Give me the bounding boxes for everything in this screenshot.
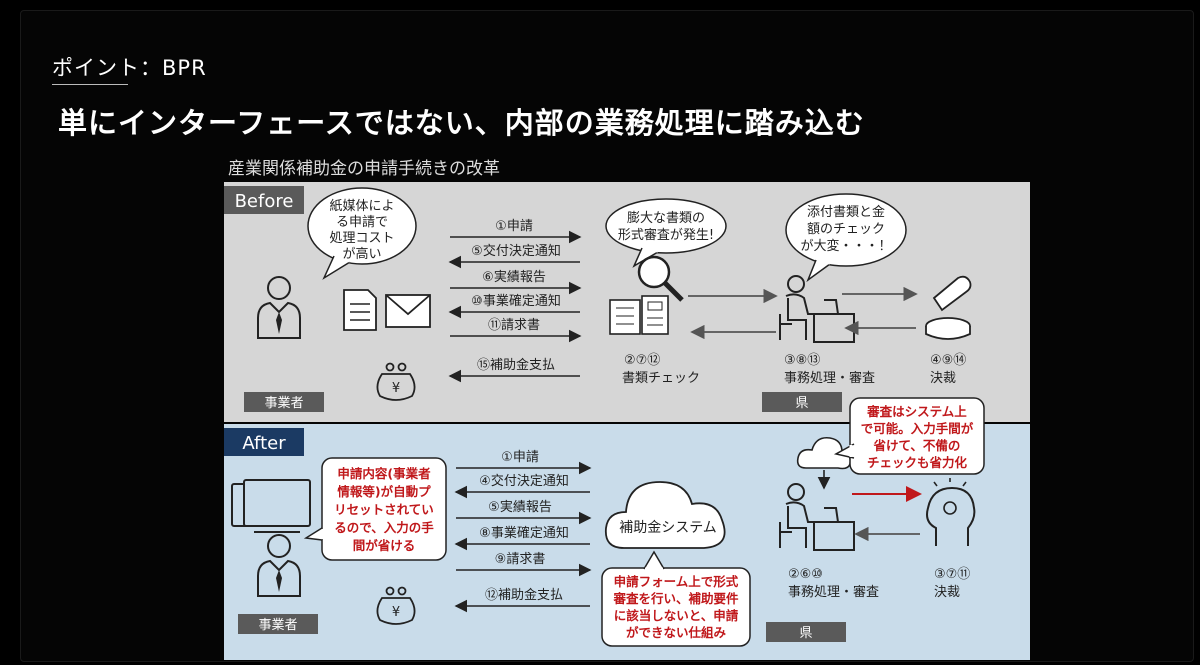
review-bubble-line: で可能。入力手間が [861,421,974,436]
before-staff-bubble: 添付書類と金 額のチェック が大変・・・！ [785,193,907,283]
step-office-number: ③⑧⑬ [784,353,820,368]
pref-tag-label: 県 [795,396,808,411]
after-applicant-tag-label: 事業者 [258,617,297,633]
arrow-label: ⑨請求書 [495,552,546,567]
before-tag [224,186,304,214]
after-step-decision-label: 決裁 [934,584,960,600]
cloud-icon: 補助金システム [604,481,726,549]
arrow-label: ⑤実績報告 [488,499,552,515]
step-docs-number: ②⑦⑫ [624,353,660,368]
system-bubble-line: に該当しないと、申請 [614,608,739,623]
after-system-bubble: 申請フォーム上で形式 審査を行い、補助要件 に該当しないと、申請 ができない仕組… [601,550,751,647]
point-topic: BPR [162,56,207,80]
after-arrows: ①申請 ④交付決定通知 ⑤実績報告 ⑧事業確定通知 ⑨請求書 ⑫補助金支払 [454,450,592,613]
docs-bubble-line: 膨大な書類の [627,211,705,226]
system-bubble-line: 申請フォーム上で形式 [614,574,739,589]
before-arrows: ①申請 ⑤交付決定通知 ⑥実績報告 ⑩事業確定通知 ⑪請求書 ⑮補助金支払 [448,219,582,383]
before-tag-label: Before [235,191,294,212]
slide-headline: 単にインターフェースではない、内部の業務処理に踏み込む [58,106,865,140]
arrow-label: ⑤交付決定通知 [471,243,561,259]
arrow-label: ④交付決定通知 [479,473,569,489]
point-separator: ： [140,56,162,80]
arrow-label: ①申請 [501,450,539,465]
after-bubble-line: リセットされてい [334,502,434,517]
arrow-label: ⑧事業確定通知 [479,525,569,541]
applicant-tag [244,392,324,412]
step-docs-label: 書類チェック [622,371,700,386]
diagram-subtitle: 産業関係補助金の申請手続きの改革 [228,159,500,179]
after-step-office-number: ②⑥⑩ [788,567,823,582]
after-step-office-label: 事務処理・審査 [788,585,879,600]
docs-bubble-line: 形式審査が発生! [618,228,714,243]
point-label: ポイント [52,56,140,80]
bpr-diagram: ¥ Before 紙媒体によ る申請で 処理コスト が高い [224,182,1030,660]
before-bubble-line: 処理コスト [329,231,394,246]
arrow-label: ⑮補助金支払 [477,357,555,373]
review-bubble-line: チェックも省力化 [867,455,968,470]
cloud-label: 補助金システム [619,520,717,536]
staff-bubble-line: が大変・・・！ [800,238,891,254]
after-pref-tag-label: 県 [799,626,812,641]
after-bubble-line: 間が省ける [353,538,416,553]
arrow-label: ⑪請求書 [488,318,540,333]
before-applicant-bubble: 紙媒体によ る申請で 処理コスト が高い [307,187,417,280]
document-set-icon [609,295,669,335]
after-bubble-line: 情報等)が自動プ [337,484,431,499]
step-decision-label: 決裁 [930,370,956,386]
pref-tag [762,392,842,412]
staff-bubble-line: 添付書類と金 [807,204,885,220]
diagram-canvas: ¥ Before 紙媒体によ る申請で 処理コスト が高い [224,182,1030,660]
staff-bubble-line: 額のチェック [807,222,885,237]
arrow-label: ⑩事業確定通知 [471,293,561,309]
after-bubble-line: 申請内容(事業者 [337,466,431,481]
after-applicant-bubble: 申請内容(事業者 情報等)が自動プ リセットされてい るので、入力の手 間が省け… [303,457,447,561]
after-review-bubble: 審査はシステム上 で可能。入力手間が 省けて、不備の チェックも省力化 [833,397,985,475]
arrow-label: ⑫補助金支払 [485,587,563,603]
after-bubble-line: るので、入力の手 [334,520,434,535]
after-tag [224,428,304,456]
document-icon [343,289,377,331]
computer-icon [231,479,311,533]
review-bubble-line: 審査はシステム上 [866,404,967,419]
step-decision-number: ④⑨⑭ [930,353,966,368]
after-tag-label: After [242,433,286,454]
arrow-label: ①申請 [495,219,533,234]
system-bubble-line: ができない仕組み [626,625,727,640]
before-bubble-line: が高い [342,246,381,262]
arrow-label: ⑥実績報告 [482,269,546,285]
review-bubble-line: 省けて、不備の [873,438,961,453]
point-underline [52,84,128,85]
thinking-head-icon [926,478,976,546]
stamp-icon [925,275,972,340]
envelope-icon [385,294,431,328]
after-pref-tag [766,622,846,642]
after-applicant-tag [238,614,318,634]
applicant-tag-label: 事業者 [264,395,303,411]
point-heading: ポイント：BPR [52,52,207,82]
magnifier-icon [637,255,684,302]
before-bubble-line: る申請で [336,215,388,230]
system-bubble-line: 審査を行い、補助要件 [612,591,739,606]
before-docs-bubble: 膨大な書類の 形式審査が発生! [605,198,727,268]
before-bubble-line: 紙媒体によ [329,199,394,214]
step-office-label: 事務処理・審査 [784,371,875,386]
after-step-decision-number: ③⑦⑪ [934,567,970,582]
